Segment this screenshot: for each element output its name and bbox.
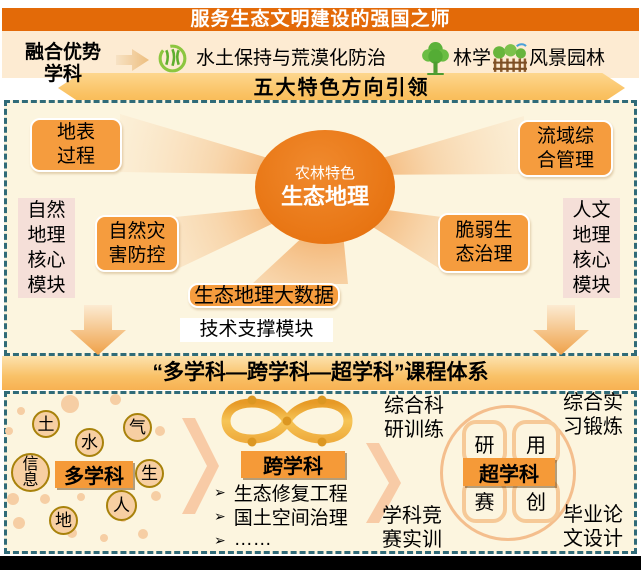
discipline-forestry-label: 林学 [453, 48, 492, 69]
curriculum-panel: 土 水 气 信 息 生 人 地 多学科 [4, 391, 637, 554]
multidisciplinary-box: 多学科 [55, 461, 133, 488]
flow-graphics [182, 395, 401, 523]
bottom-edge-bar [0, 556, 641, 570]
interdisciplinary-list: ➢ 生态修复工程 ➢ 国土空间治理 ➢ …… [214, 480, 379, 552]
discipline-soil-label: 水土保持与荒漠化防治 [196, 48, 387, 69]
decorative-dot [5, 427, 13, 435]
bubble-soil: 土 [32, 410, 60, 438]
decorative-dot [77, 493, 85, 501]
annotation-competition: 学科竞 赛实训 [382, 505, 442, 551]
interdisciplinary-box: 跨学科 [241, 451, 345, 478]
decorative-dot [61, 395, 79, 413]
arrowhead-bullet-icon: ➢ [214, 507, 226, 524]
decorative-dot [138, 529, 148, 539]
down-arrow-icon [70, 305, 126, 355]
bubble-air: 气 [123, 413, 152, 442]
list-item: ➢ 生态修复工程 [214, 483, 348, 505]
top-banner-text: 服务生态文明建设的强国之师 [190, 9, 451, 30]
direction-box-watershed: 流域综 合管理 [518, 120, 613, 177]
soil-water-conservation-icon [156, 42, 189, 75]
decorative-dot [13, 517, 25, 529]
decorative-dot [155, 426, 165, 436]
down-arrow-icon [533, 305, 589, 355]
direction-box-fragile-eco: 脆弱生 态治理 [438, 213, 530, 273]
arrowhead-bullet-icon: ➢ [214, 531, 226, 548]
chevron-arrow-icon [182, 418, 219, 514]
forestry-tree-icon [420, 40, 451, 75]
curriculum-banner: “多学科—跨学科—超学科”课程体系 [2, 356, 639, 390]
superdiscipline-box: 超学科 [463, 458, 555, 486]
annotation-practice: 综合实 习锻炼 [563, 392, 623, 438]
bubble-information: 信 息 [11, 453, 50, 492]
bubble-human: 人 [106, 490, 137, 521]
list-item: ➢ 国土空间治理 [214, 507, 348, 529]
superdiscipline-circle [440, 405, 576, 541]
fusion-row-background [2, 31, 639, 78]
curriculum-banner-text: “多学科—跨学科—超学科”课程体系 [152, 361, 489, 384]
decorative-dot [67, 528, 77, 538]
arrowhead-bullet-icon: ➢ [214, 483, 226, 500]
discipline-landscape-label: 风景园林 [529, 48, 606, 69]
bubble-biology: 生 [135, 459, 164, 488]
direction-box-surface-process: 地表 过程 [30, 118, 122, 172]
core-ellipse-main: 生态地理 [280, 184, 369, 209]
eco-geography-panel: 农林特色 生态地理 地表 过程 流域综 合管理 自然灾 害防控 脆弱生 态治理 … [4, 100, 637, 356]
decorative-dot [110, 394, 121, 405]
bubble-water: 水 [75, 428, 104, 457]
decorative-dot [100, 534, 108, 542]
right-module-label: 人文 地理 核心 模块 [563, 198, 620, 298]
list-item: ➢ …… [214, 529, 272, 550]
decorative-dot [7, 493, 19, 505]
bubble-land: 地 [49, 506, 78, 535]
top-banner: 服务生态文明建设的强国之师 [2, 8, 639, 31]
decorative-dot [151, 491, 161, 501]
core-ellipse-top: 农林特色 [294, 165, 355, 182]
support-module-box: 技术支撑模块 [180, 318, 333, 342]
right-arrow-icon [116, 48, 150, 72]
core-ellipse: 农林特色 生态地理 [255, 130, 395, 244]
landscape-garden-icon [491, 42, 528, 73]
infinity-icon [221, 395, 353, 447]
five-directions-ribbon: 五大特色方向引领 [58, 73, 625, 103]
fusion-line1: 融合优势 [24, 42, 101, 63]
ribbon-text: 五大特色方向引领 [253, 77, 430, 99]
annotation-thesis: 毕业论 文设计 [563, 504, 623, 550]
direction-box-bigdata: 生态地理大数据 [188, 283, 340, 308]
fusion-line2: 学科 [43, 64, 82, 85]
annotation-research: 综合科 研训练 [384, 395, 444, 441]
chevron-arrow-icon [366, 443, 401, 523]
left-module-label: 自然 地理 核心 模块 [18, 198, 75, 298]
fusion-label: 融合优势 学科 [12, 42, 114, 86]
decorative-dot [17, 407, 25, 415]
direction-box-disaster: 自然灾 害防控 [95, 215, 179, 272]
decorative-dot [40, 494, 50, 504]
